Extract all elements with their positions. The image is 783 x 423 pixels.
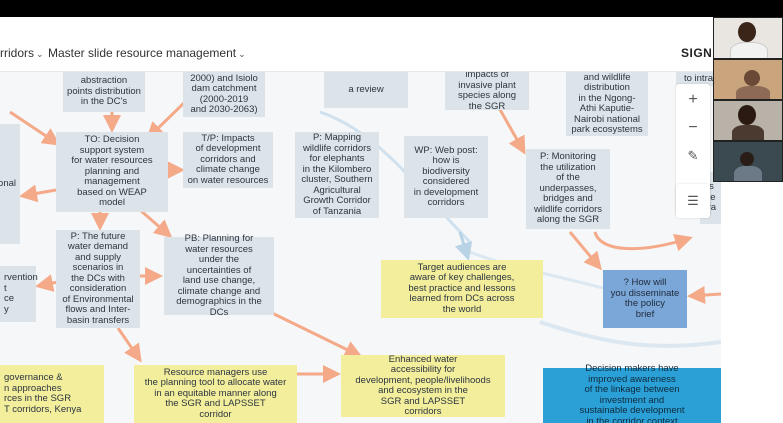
nav-item-corridors-label: rridors (0, 46, 35, 60)
avatar (732, 125, 764, 140)
minus-icon[interactable]: − (688, 119, 698, 136)
pen-icon[interactable]: ✎ (687, 148, 699, 163)
chevron-down-icon: ⌄ (36, 49, 44, 59)
card-left-partial[interactable]: onal (0, 124, 20, 244)
nav-item-corridors[interactable]: rridors⌄ (0, 46, 44, 60)
nav-item-master-slide-label: Master slide resource management (48, 46, 237, 60)
avatar (744, 70, 760, 86)
video-tile-participant-1[interactable] (713, 17, 783, 59)
avatar (738, 22, 756, 42)
avatar (734, 166, 762, 181)
card-left-partial-text: onal (0, 177, 16, 189)
connector-arrows (9, 100, 721, 383)
video-tile-participant-2[interactable] (713, 59, 783, 100)
chevron-down-icon: ⌄ (238, 49, 246, 59)
avatar (730, 42, 768, 58)
card-intra[interactable]: to intra (676, 72, 721, 86)
plus-icon[interactable]: + (688, 91, 698, 108)
avatar (740, 152, 754, 166)
video-tile-participant-3[interactable] (713, 100, 783, 141)
avatar (738, 105, 756, 125)
top-navigation (0, 17, 783, 72)
card-review[interactable]: a review (324, 72, 408, 108)
sign-in-button[interactable]: SIGN I (681, 46, 721, 60)
video-tile-participant-4[interactable] (713, 141, 783, 182)
nav-item-master-slide[interactable]: Master slide resource management⌄ (48, 46, 246, 60)
avatar (736, 86, 770, 99)
sliders-icon[interactable]: ☰ (687, 193, 699, 208)
window-top-bar (0, 0, 783, 17)
filter-toolbar (676, 184, 710, 218)
